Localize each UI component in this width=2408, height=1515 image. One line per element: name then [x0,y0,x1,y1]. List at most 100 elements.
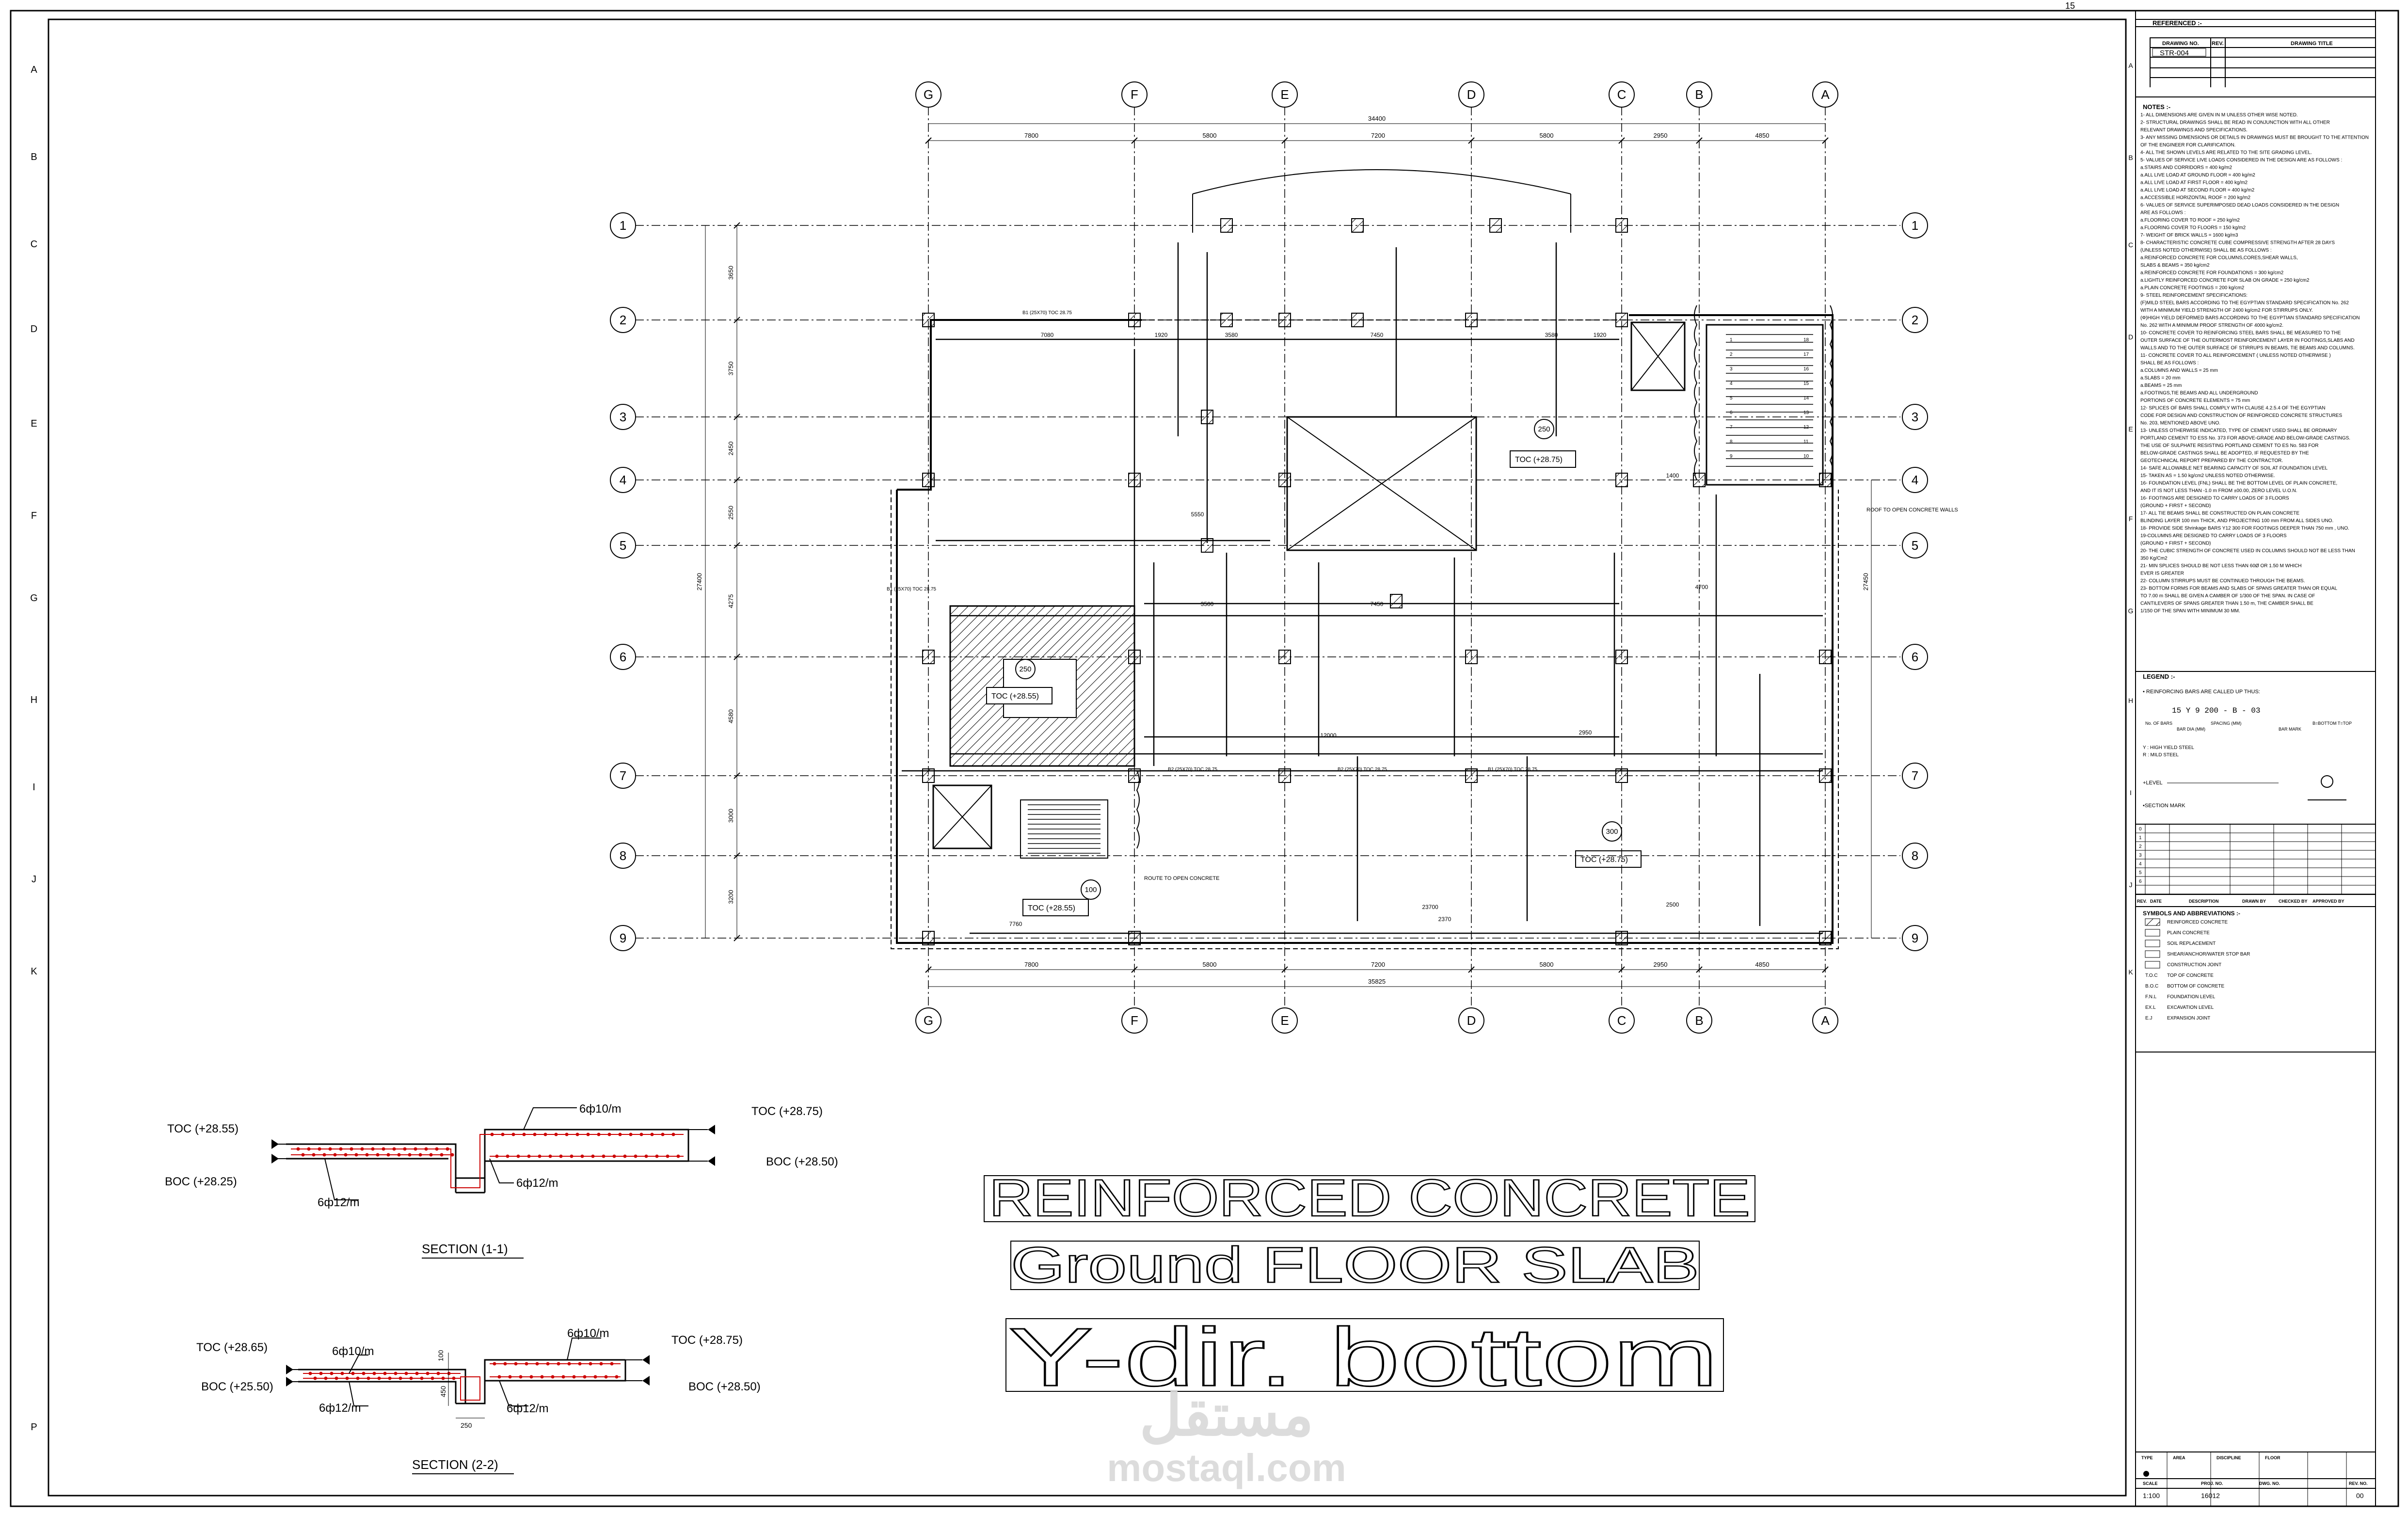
footer-label: SCALE [2143,1481,2158,1486]
column [1489,218,1502,233]
column [1465,650,1478,664]
stair-step-number: 14 [1803,396,1809,401]
slab-mark: 100 [1084,886,1097,894]
column [1693,473,1706,487]
revision-row-number: 0 [2139,827,2142,832]
zone-letter: H [31,695,37,705]
legend-heading: LEGEND :- [2143,673,2175,680]
legend-rebar-part: BAR DIA (MM) [2177,727,2205,732]
sheet-frame [10,10,2399,1507]
note-line: a.REINFORCED CONCRETE FOR COLUMNS,CORES,… [2140,255,2298,261]
beam-lines [902,242,1823,934]
dimension-value: 5800 [1540,132,1554,139]
interior-dimension: 5550 [1191,511,1204,518]
note-line: 8- CHARACTERISTIC CONCRETE CUBE COMPRESS… [2140,240,2335,246]
section-1-toc-left: TOC (+28.55) [167,1122,239,1135]
title-line-2: Ground FLOOR SLAB [1011,1237,1699,1293]
grid-bubble [1902,843,1928,869]
beam-tag: B2 (25X70) TOC 28.75 [1168,767,1217,772]
interior-dimension: 1400 [1666,472,1679,479]
note-line: (UNLESS NOTED OTHERWISE) SHALL BE AS FOL… [2140,248,2272,253]
section-1-boc-right: BOC (+28.50) [766,1155,838,1168]
column [1465,313,1478,327]
note-line: No. 262 WITH A MINIMUM PROOF STRENGTH OF… [2140,323,2283,328]
grid-label-column: G [924,1013,933,1028]
grid-bubble [1902,307,1928,333]
dimension-total: 27400 [696,573,703,590]
grid-label-column: D [1467,87,1476,102]
grid-label-column: F [1131,87,1138,102]
symbol-code: B.O.C [2145,984,2158,989]
grid-bubble [1812,1007,1838,1034]
note-line: 9- STEEL REINFORCEMENT SPECIFICATIONS: [2140,293,2248,298]
note-line: 5- VALUES OF SERVICE LIVE LOADS CONSIDER… [2140,158,2342,163]
toc-label: TOC (+28.55) [1028,904,1075,912]
grid-bubble [1902,644,1928,670]
grid-label-row: 8 [620,848,626,863]
section-2-title: SECTION (2-2) [412,1457,498,1472]
note-line: 1/150 OF THE SPAN WITH MINIMUM 30 MM. [2140,608,2240,614]
note-line: RELEVANT DRAWINGS AND SPECIFICATIONS. [2140,128,2248,133]
slab-mark: 250 [1019,665,1031,673]
dimension-total: 34400 [1368,115,1386,122]
note-line: 13- UNLESS OTHERWISE INDICATED, TYPE OF … [2140,428,2337,433]
stair-step-number: 4 [1730,381,1733,386]
footer-label: FLOOR [2265,1455,2280,1460]
note-line: 20- THE CUBIC STRENGTH OF CONCRETE USED … [2140,548,2355,554]
stair-step-number: 17 [1803,352,1809,357]
zone-letter: C [31,239,37,250]
symbols-heading: SYMBOLS AND ABBREVIATIONS :- [2143,910,2240,917]
footer-label: REV. NO. [2349,1481,2368,1486]
section-2-bottom-bars: 6ф12/m [319,1402,361,1415]
note-line: 18- PROVIDE SIDE Shrinkage BARS Y12 300 … [2140,526,2349,531]
column [1615,313,1628,327]
interior-dimension: 3580 [1545,332,1558,338]
note-line: (Φ)HIGH YIELD DEFORMED BARS ACCORDING TO… [2140,316,2360,321]
stair-step-number: 3 [1730,367,1733,372]
symbol-description: CONSTRUCTION JOINT [2167,962,2221,968]
zone-letter: C [2128,241,2133,249]
symbol-description: EXPANSION JOINT [2167,1016,2210,1021]
note-line: CODE FOR DESIGN AND CONSTRUCTION OF REIN… [2140,413,2342,418]
slab-mark: 300 [1606,828,1618,836]
note-line: 11- CONCRETE COVER TO ALL REINFORCEMENT … [2140,353,2331,358]
legend-rebar-title: • REINFORCING BARS ARE CALLED UP THUS: [2143,689,2260,695]
slab-openings [932,305,1833,859]
dimension-value: 7800 [1024,132,1038,139]
zone-letter: D [2128,333,2133,341]
note-line: AND IT IS NOT LESS THAN -1.0 m FROM ±00.… [2140,488,2297,494]
notes-list: 1- ALL DIMENSIONS ARE GIVEN IN M UNLESS … [2140,112,2369,614]
column [1278,473,1291,487]
grid-label-row: 7 [620,768,626,783]
title-block: REFERENCED :- DRAWING NO. REV. DRAWING T… [2135,19,2376,1506]
interior-dimension: 4700 [1695,584,1708,590]
title-line-3: Y-dir. bottom [1008,1311,1719,1403]
dimension-total: 27450 [1862,573,1869,590]
column [922,313,935,327]
grid-label-column: B [1695,87,1703,102]
grid-label-row: 3 [1912,410,1918,424]
symbol-description: TOP OF CONCRETE [2167,973,2214,978]
note-line: 22- COLUMN STIRRUPS MUST BE CONTINUED TH… [2140,578,2305,584]
grid-label-row: 2 [620,313,626,327]
note-line: 19-COLUMNS ARE DESIGNED TO CARRY LOADS O… [2140,533,2287,539]
symbol-code: E.J [2145,1016,2152,1021]
grid-label-row: 4 [620,473,626,487]
note-line: 16- FOOTINGS ARE DESIGNED TO CARRY LOADS… [2140,496,2289,501]
grid-bubble [610,404,636,430]
dimension-value: 4275 [727,594,734,608]
symbol-description: PLAIN CONCRETE [2167,930,2210,936]
symbol-description: EXCAVATION LEVEL [2167,1005,2214,1010]
grid-label-column: F [1131,1013,1138,1028]
section-2-toc-right: TOC (+28.75) [671,1334,743,1347]
section-1-bottom-bars: 6ф12/m [318,1196,359,1209]
note-line: CANTILEVERS OF SPANS GREATER THAN 1.50 m… [2140,601,2313,606]
note-line: OF THE ENGINEER FOR CLARIFICATION. [2140,143,2235,148]
building-outline [891,169,1839,949]
stair-step-number: 18 [1803,337,1809,343]
zone-letter: A [2128,62,2133,69]
